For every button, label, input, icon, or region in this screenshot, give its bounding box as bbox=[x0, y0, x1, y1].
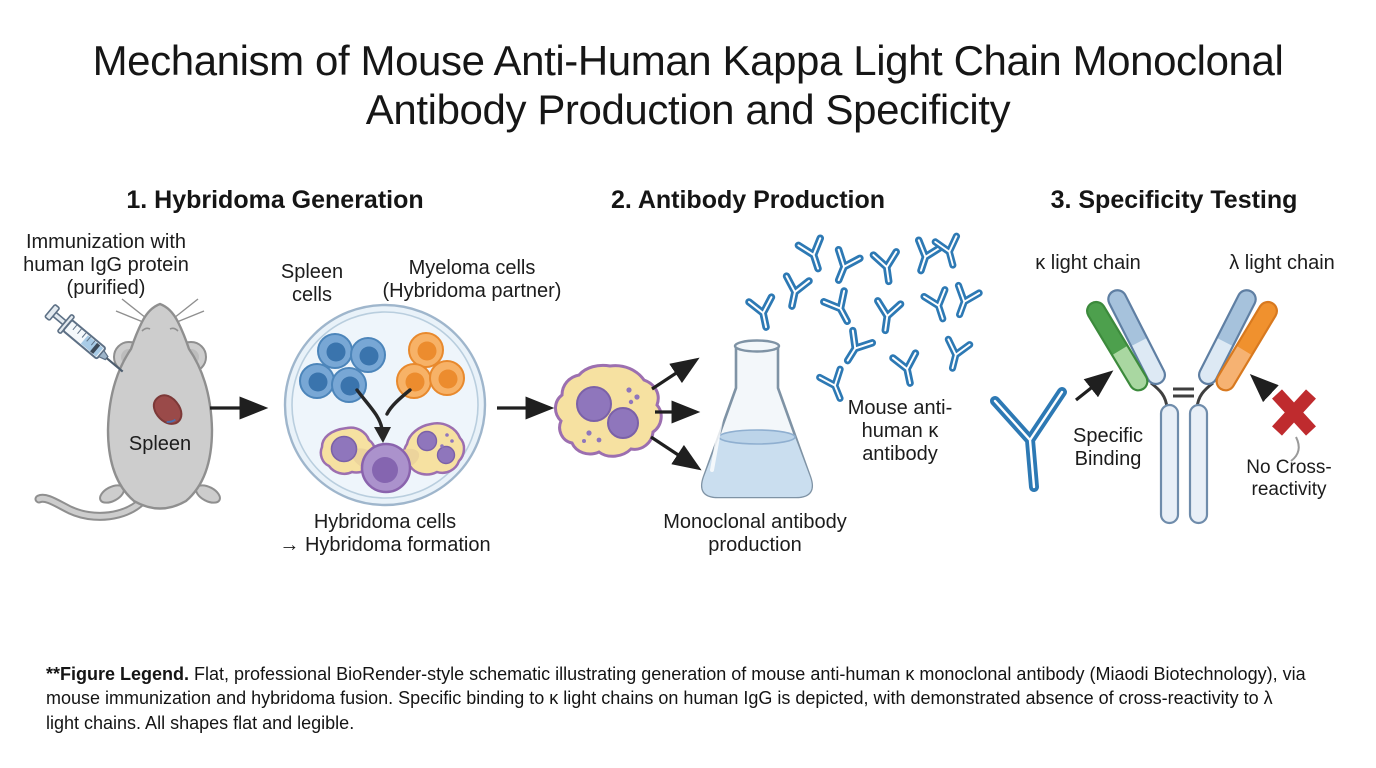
spleen-cells-label: Spleen cells bbox=[280, 261, 344, 307]
section-2-heading: 2. Antibody Production bbox=[610, 186, 886, 214]
red-x-icon bbox=[1272, 389, 1316, 436]
hybridoma-cell-icon bbox=[554, 363, 663, 458]
x-tail-swoosh bbox=[1290, 436, 1300, 462]
flask-caption: Monoclonal antibody production bbox=[663, 511, 847, 557]
arrow-icon bbox=[651, 357, 700, 391]
figure-legend-text: Flat, professional BioRender-style schem… bbox=[46, 664, 1306, 733]
kappa-chain-label: κ light chain bbox=[1035, 252, 1141, 274]
kappa-light-chain-bar bbox=[1086, 300, 1149, 392]
myeloma-cells-label: Myeloma cells (Hybridoma partner) bbox=[382, 257, 562, 303]
no-cross-reactivity-label: No Cross-reactivity bbox=[1246, 457, 1332, 501]
arrow-icon bbox=[1249, 374, 1279, 403]
syringe-icon bbox=[44, 304, 124, 373]
figure-legend-bold: **Figure Legend. bbox=[46, 664, 190, 684]
spleen-icon bbox=[152, 394, 183, 425]
figure-title: Mechanism of Mouse Anti-Human Kappa Ligh… bbox=[92, 37, 1284, 134]
section-1-heading: 1. Hybridoma Generation bbox=[126, 186, 424, 214]
antibody-y-icon bbox=[749, 236, 979, 402]
hybridoma-caption-line2: → Hybridoma formation bbox=[279, 534, 491, 557]
hybridoma-cell-icon bbox=[319, 422, 466, 494]
mouse-antibody-label: Mouse anti-human κ antibody bbox=[847, 397, 953, 466]
arrow-icon bbox=[650, 435, 702, 471]
hybridoma-caption-line1: Hybridoma cells bbox=[313, 511, 457, 533]
specific-binding-label: Specific Binding bbox=[1072, 425, 1144, 471]
immunization-label: Immunization with human IgG protein (pur… bbox=[23, 231, 189, 300]
flask-icon bbox=[700, 339, 814, 499]
figure-legend: **Figure Legend. Flat, professional BioR… bbox=[46, 662, 1308, 735]
arrow-icon bbox=[1075, 370, 1114, 402]
fusion-arrow-icon bbox=[355, 388, 412, 443]
lambda-chain-label: λ light chain bbox=[1229, 252, 1335, 274]
myeloma-cell-icon bbox=[396, 332, 465, 399]
spleen-label: Spleen bbox=[128, 433, 192, 455]
lambda-light-chain-bar bbox=[1215, 300, 1278, 392]
mouse-icon bbox=[34, 298, 221, 521]
antibody-y-icon bbox=[990, 387, 1067, 492]
hybridoma-caption: Hybridoma cells → Hybridoma formation bbox=[260, 511, 510, 557]
spleen-cell-icon bbox=[299, 333, 386, 403]
igg-molecule-icon bbox=[1086, 289, 1278, 525]
section-3-heading: 3. Specificity Testing bbox=[1050, 186, 1298, 214]
